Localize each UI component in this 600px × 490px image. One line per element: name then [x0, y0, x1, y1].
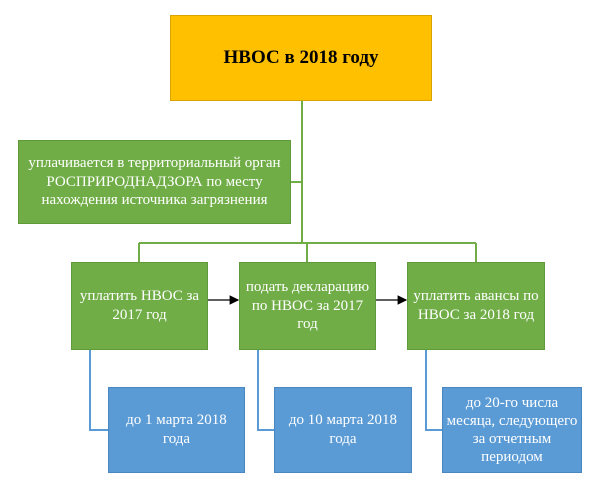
step-line: уплатить НВОС за [79, 288, 200, 305]
info-box: уплачивается в территориальный орган РОС… [18, 140, 291, 224]
deadline-box-2: до 10 марта 2018 года [274, 387, 412, 473]
deadline-line: до 10 марта 2018 года [288, 412, 398, 447]
step-box-2: подать декларацию по НВОС за 2017 год [239, 262, 376, 350]
step-line: 2017 год [112, 307, 167, 323]
step-box-3: уплатить авансы по НВОС за 2018 год [407, 262, 545, 350]
deadline-box-3: до 20-го числа месяца, следующего за отч… [442, 387, 582, 473]
info-line: РОСПРИРОДНАДЗОРА по месту [46, 173, 263, 190]
elbow-3 [425, 350, 442, 431]
deadline-line: до 1 марта 2018 года [126, 412, 227, 447]
info-line: уплачивается в территориальный орган [28, 154, 281, 171]
elbow-2 [257, 350, 274, 431]
step-line: уплатить авансы по [413, 288, 539, 305]
elbow-1 [89, 350, 108, 431]
deadline-line: периодом [481, 449, 543, 465]
title-text: НВОС в 2018 году [223, 47, 379, 69]
step-box-1: уплатить НВОС за 2017 год [71, 262, 208, 350]
step-line: подать декларацию [245, 278, 370, 295]
deadline-line: месяца, следующего [446, 413, 578, 429]
deadline-box-1: до 1 марта 2018 года [108, 387, 245, 473]
step-line: НВОС за 2018 год [417, 307, 535, 323]
deadline-line: за отчетным [472, 431, 552, 447]
step-line: по НВОС за 2017 год [251, 297, 364, 333]
title-box: НВОС в 2018 году [170, 15, 432, 101]
info-line: нахождения источника загрязнения [41, 192, 268, 209]
deadline-line: до 20-го числа [465, 395, 559, 411]
